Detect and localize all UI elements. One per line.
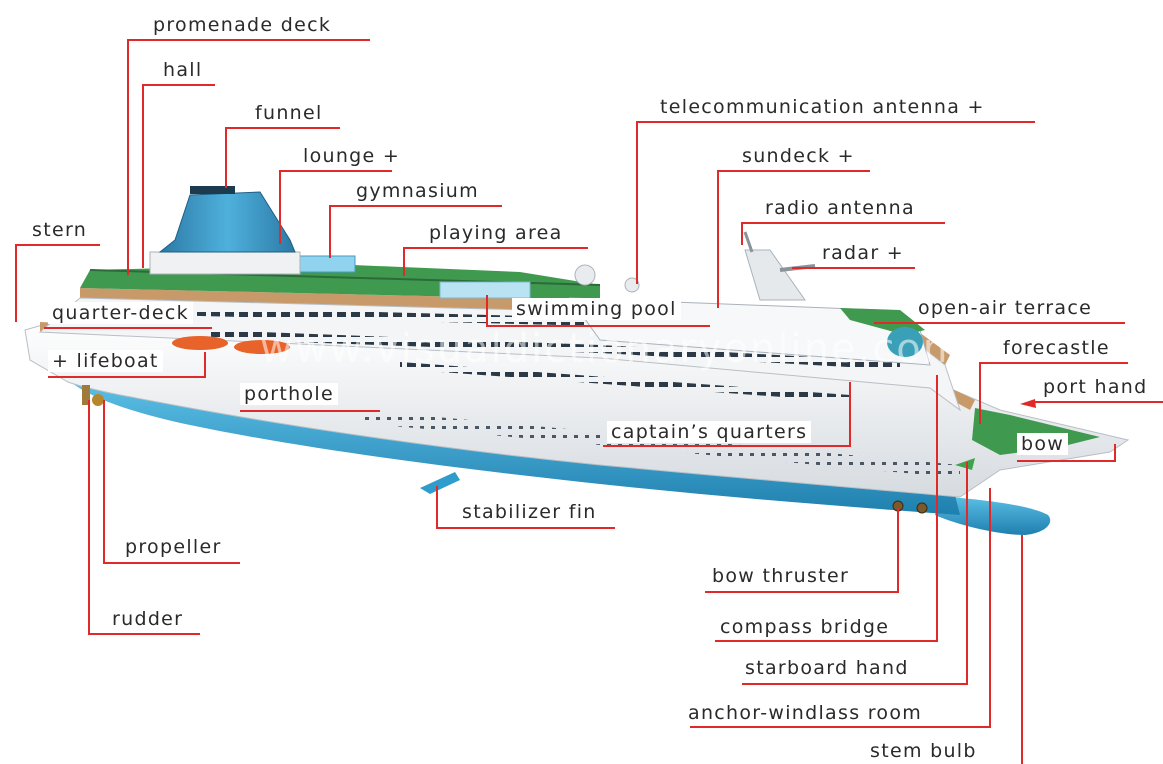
label-captains-quarters[interactable]: captain’s quarters: [607, 421, 811, 443]
label-playing-area[interactable]: playing area: [429, 222, 563, 244]
label-swimming-pool[interactable]: swimming pool: [512, 298, 681, 320]
label-radio-antenna[interactable]: radio antenna: [765, 197, 915, 219]
label-lifeboat[interactable]: + lifeboat: [48, 350, 163, 372]
label-open-air-terrace[interactable]: open-air terrace: [918, 297, 1092, 319]
label-anchor-windlass-room[interactable]: anchor-windlass room: [688, 702, 922, 724]
stabilizer-fin-shape: [420, 472, 460, 494]
label-bow[interactable]: bow: [1017, 433, 1068, 455]
label-quarter-deck[interactable]: quarter-deck: [48, 302, 193, 324]
gym-glass: [295, 256, 355, 272]
label-promenade-deck[interactable]: promenade deck: [153, 14, 331, 36]
port-hand-light: [1020, 399, 1036, 408]
propeller-shape: [92, 394, 104, 406]
label-port-hand[interactable]: port hand: [1043, 376, 1147, 398]
pool-area: [440, 282, 530, 298]
label-funnel[interactable]: funnel: [255, 102, 323, 124]
lounge-block: [150, 252, 300, 274]
lifeboat-1: [172, 336, 228, 350]
label-radar[interactable]: radar +: [822, 242, 904, 264]
label-stem-bulb[interactable]: stem bulb: [870, 740, 977, 762]
label-hall[interactable]: hall: [163, 59, 202, 81]
label-rudder[interactable]: rudder: [112, 608, 183, 630]
label-gymnasium[interactable]: gymnasium: [356, 180, 479, 202]
label-stern[interactable]: stern: [32, 219, 87, 241]
label-propeller[interactable]: propeller: [125, 536, 222, 558]
mast: [745, 250, 805, 300]
label-porthole[interactable]: porthole: [240, 383, 338, 405]
label-telecommunication-antenna[interactable]: telecommunication antenna +: [660, 96, 985, 118]
telecom-dome-1: [575, 265, 595, 285]
label-sundeck[interactable]: sundeck +: [742, 145, 855, 167]
label-bow-thruster[interactable]: bow thruster: [712, 565, 849, 587]
watermark-text: www.visualdictionaryonline.com: [260, 326, 964, 372]
label-compass-bridge[interactable]: compass bridge: [720, 616, 889, 638]
label-stabilizer-fin[interactable]: stabilizer fin: [462, 501, 597, 523]
leader-anchor-windlass-room: [690, 488, 990, 727]
label-lounge[interactable]: lounge +: [303, 145, 400, 167]
antenna-rod: [745, 232, 752, 252]
label-starboard-hand[interactable]: starboard hand: [745, 657, 909, 679]
label-forecastle[interactable]: forecastle: [1003, 337, 1110, 359]
funnel-shape: [160, 192, 295, 252]
funnel-cap: [190, 186, 235, 194]
leader-rudder: [89, 400, 200, 634]
bow-thruster-2: [917, 503, 927, 513]
